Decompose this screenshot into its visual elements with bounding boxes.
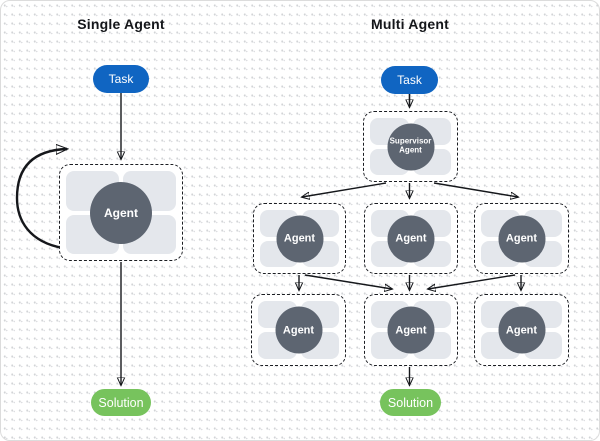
supervisor-label-line2: Agent xyxy=(399,145,422,155)
agent-label: Agent xyxy=(505,324,538,336)
arrow-supervisor-to-worker-3 xyxy=(433,182,518,197)
agent-circle: Agent xyxy=(276,215,323,262)
agent-circle: Agent xyxy=(498,215,545,262)
single-agent-title: Single Agent xyxy=(77,16,165,32)
agent-circle: Agent xyxy=(498,306,545,354)
arrow-worker3-to-center xyxy=(428,274,516,289)
agent-label: Agent xyxy=(283,232,316,245)
multi-solution-node: Solution xyxy=(380,389,441,416)
agent-label: Agent xyxy=(395,232,427,245)
agent-circle: Agent xyxy=(90,181,152,244)
agent-label: Agent xyxy=(395,324,427,336)
supervisor-circle: Supervisor Agent xyxy=(387,123,434,170)
agent-label: Agent xyxy=(282,324,315,336)
worker-agent-node-5: Agent xyxy=(364,294,458,366)
single-task-node: Task xyxy=(93,65,149,93)
worker-agent-node-3: Agent xyxy=(474,203,569,274)
worker-agent-node-6: Agent xyxy=(474,294,569,366)
arrow-supervisor-to-worker-1 xyxy=(302,182,387,197)
multi-agent-title: Multi Agent xyxy=(371,16,449,32)
agent-circle: Agent xyxy=(387,215,435,262)
agent-circle: Agent xyxy=(275,306,322,354)
arrow-worker1-to-center xyxy=(304,274,392,289)
worker-agent-node-1: Agent xyxy=(253,203,346,274)
worker-agent-node-4: Agent xyxy=(251,294,346,366)
supervisor-agent-node: Supervisor Agent xyxy=(363,111,458,182)
single-agent-node: Agent xyxy=(59,164,183,261)
worker-agent-node-2: Agent xyxy=(364,203,458,274)
agent-circle: Agent xyxy=(387,306,435,354)
multi-task-node: Task xyxy=(381,66,438,94)
agent-label: Agent xyxy=(104,205,138,220)
agent-label: Agent xyxy=(505,232,538,245)
supervisor-label-line1: Supervisor xyxy=(389,136,432,146)
single-solution-node: Solution xyxy=(91,389,151,416)
